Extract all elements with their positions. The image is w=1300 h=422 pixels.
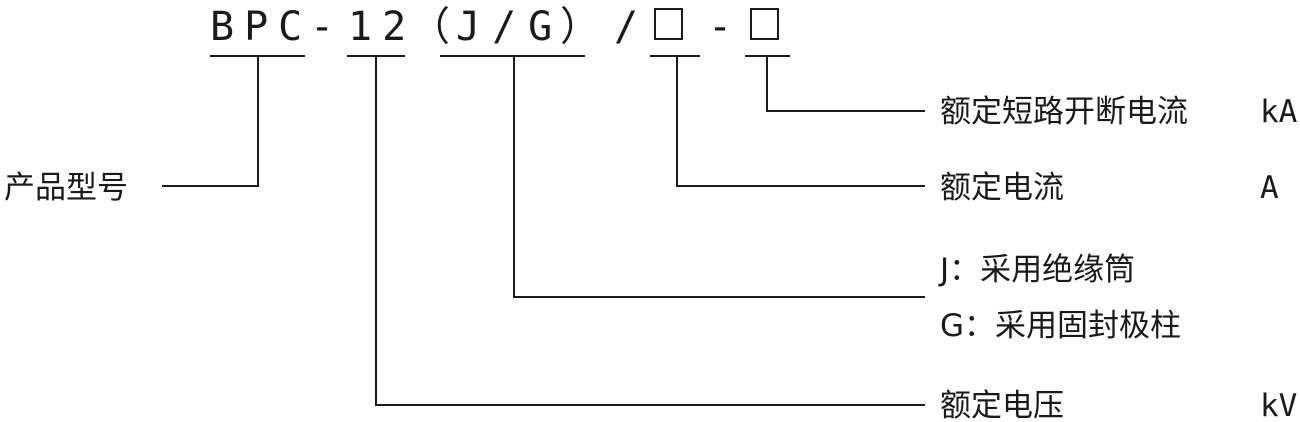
- unit-current: A: [1260, 170, 1279, 206]
- label-rated-current: 额定电流: [940, 170, 1064, 206]
- code-voltage: 12: [348, 4, 416, 50]
- code-paren-close: ）: [560, 4, 600, 50]
- label-type-j: J：采用绝缘筒: [938, 252, 1135, 288]
- label-product-model: 产品型号: [4, 170, 128, 206]
- code-placeholder-current: [654, 8, 683, 40]
- leader-type: [513, 56, 925, 298]
- leader-product-model: [162, 56, 259, 187]
- leader-rated-break-current: [766, 56, 925, 112]
- code-model: BPC: [210, 4, 312, 50]
- label-type-g: G：采用固封极柱: [940, 308, 1181, 344]
- code-dash-2: -: [708, 4, 732, 50]
- code-type: J/G: [456, 4, 564, 50]
- code-paren-open: （: [410, 4, 450, 50]
- code-slash: /: [614, 4, 638, 50]
- unit-voltage: kV: [1260, 388, 1297, 422]
- code-dash-1: -: [310, 4, 334, 50]
- code-placeholder-break-current: [750, 8, 779, 40]
- label-rated-voltage: 额定电压: [940, 388, 1064, 422]
- label-rated-break-current: 额定短路开断电流: [940, 94, 1188, 130]
- unit-break-current: kA: [1260, 94, 1298, 130]
- leader-rated-voltage: [375, 56, 925, 406]
- leader-rated-current: [676, 56, 925, 187]
